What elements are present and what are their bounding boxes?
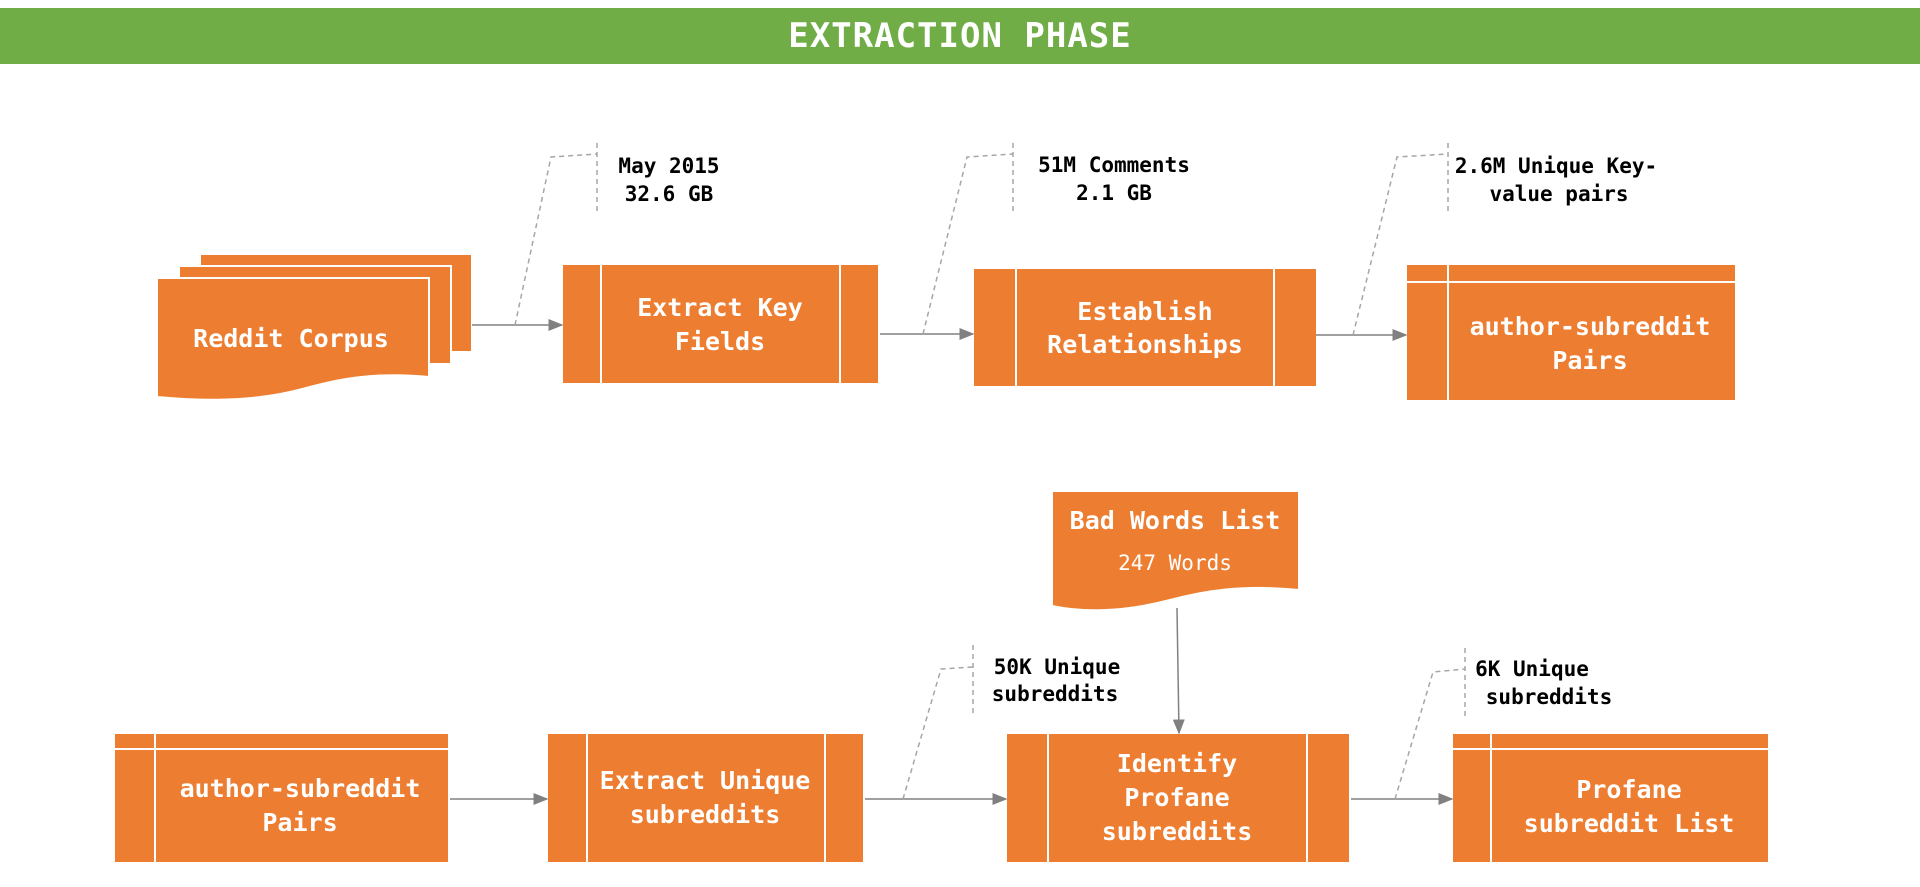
establish-relationships-label-1: Establish	[1077, 297, 1212, 326]
callout-unique-subreddits: 50K Unique subreddits	[902, 645, 1120, 800]
author-subreddit-pairs-node: author-subreddit Pairs	[1407, 265, 1735, 400]
callout-corpus-line-2: 32.6 GB	[625, 182, 714, 206]
reddit-corpus-label: Reddit Corpus	[193, 324, 389, 353]
callout-corpus-size: May 2015 32.6 GB	[514, 143, 720, 326]
extract-key-fields-node: Extract Key Fields	[563, 265, 878, 383]
author-subreddit-pairs-label-2: Pairs	[1552, 346, 1627, 375]
extract-unique-subreddits-label-2: subreddits	[630, 800, 781, 829]
profane-subreddit-list-label-1: Profane	[1576, 775, 1681, 804]
callout-profane-subreddits: 6K Unique subreddits	[1394, 648, 1612, 800]
callout-corpus-line-1: May 2015	[618, 154, 719, 178]
callout-unique-line-1: 50K Unique	[994, 655, 1120, 679]
author-subreddit-pairs-row2-node: author-subreddit Pairs	[115, 734, 448, 862]
extract-key-fields-label-1: Extract Key	[637, 293, 803, 322]
profane-subreddit-list-node: Profane subreddit List	[1453, 734, 1768, 862]
identify-profane-subreddits-node: Identify Profane subreddits	[1007, 734, 1349, 862]
phase-title: EXTRACTION PHASE	[788, 16, 1132, 56]
bad-words-list-node: Bad Words List 247 Words	[1051, 490, 1300, 612]
identify-profane-label-2: Profane	[1124, 783, 1229, 812]
callout-pairs-line-1: 2.6M Unique Key-	[1455, 154, 1657, 178]
identify-profane-label-3: subreddits	[1102, 817, 1253, 846]
callout-key-value-pairs: 2.6M Unique Key- value pairs	[1352, 143, 1657, 336]
callout-comments-line-2: 2.1 GB	[1076, 181, 1152, 205]
author-subreddit-pairs-row2-label-1: author-subreddit	[180, 774, 421, 803]
extract-key-fields-label-2: Fields	[675, 327, 765, 356]
author-subreddit-pairs-row2-label-2: Pairs	[262, 808, 337, 837]
bad-words-list-title: Bad Words List	[1070, 506, 1281, 535]
author-subreddit-pairs-label-1: author-subreddit	[1470, 312, 1711, 341]
identify-profane-label-1: Identify	[1117, 749, 1237, 778]
bad-words-list-count: 247 Words	[1118, 551, 1232, 575]
callout-pairs-line-2: value pairs	[1489, 182, 1628, 206]
extract-unique-subreddits-node: Extract Unique subreddits	[548, 734, 863, 862]
phase-header: EXTRACTION PHASE	[0, 8, 1920, 64]
callout-comments-line-1: 51M Comments	[1038, 153, 1190, 177]
arrow-bad-words-to-identify	[1172, 607, 1185, 735]
callout-profane-line-1: 6K Unique	[1475, 657, 1589, 681]
extract-unique-subreddits-label-1: Extract Unique	[600, 766, 811, 795]
profane-subreddit-list-label-2: subreddit List	[1524, 809, 1735, 838]
establish-relationships-label-2: Relationships	[1047, 330, 1243, 359]
callout-unique-line-2: subreddits	[992, 682, 1118, 706]
reddit-corpus-node: Reddit Corpus	[156, 253, 473, 401]
callout-profane-line-2: subreddits	[1486, 685, 1612, 709]
establish-relationships-node: Establish Relationships	[974, 269, 1316, 386]
callout-comments: 51M Comments 2.1 GB	[922, 143, 1190, 335]
